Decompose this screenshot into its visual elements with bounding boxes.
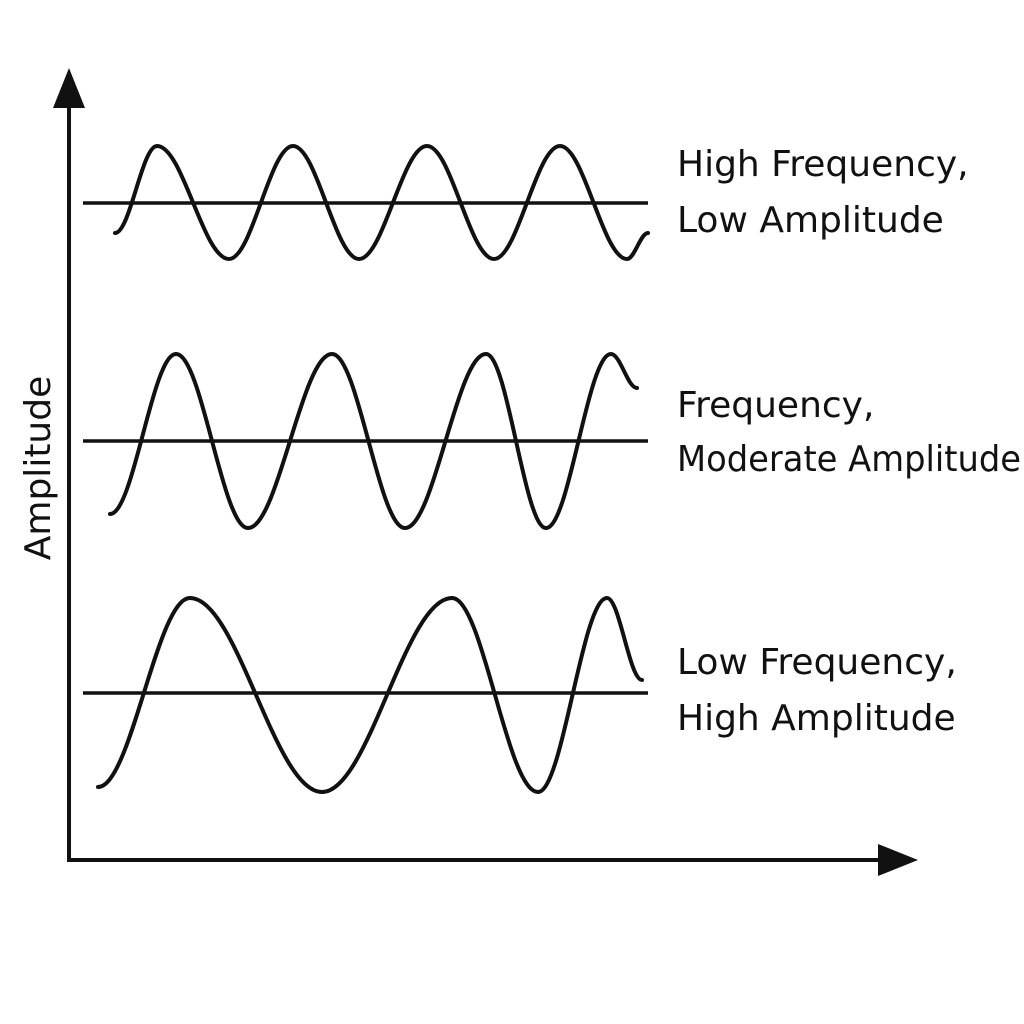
x-axis-arrow-icon	[878, 844, 918, 876]
wave-group-high-frequency: High Frequency, Low Amplitude	[83, 144, 969, 261]
wave-label-line2: Moderate Amplitude	[677, 439, 1021, 480]
wave-label-line1: Low Frequency,	[677, 642, 957, 683]
y-axis-arrow-icon	[53, 68, 85, 108]
wave-label-line1: Frequency,	[677, 385, 874, 426]
wave-label-line2: High Amplitude	[677, 698, 956, 739]
wave-group-moderate-frequency: Frequency, Moderate Amplitude	[83, 352, 1021, 530]
wave-line	[113, 144, 650, 261]
wave-line	[96, 596, 644, 794]
wave-group-low-frequency: Low Frequency, High Amplitude	[83, 596, 957, 794]
y-axis-label: Amplitude	[18, 376, 59, 560]
wave-label-line1: High Frequency,	[677, 144, 969, 185]
wave-line	[108, 352, 639, 530]
wave-label-line2: Low Amplitude	[677, 200, 944, 241]
